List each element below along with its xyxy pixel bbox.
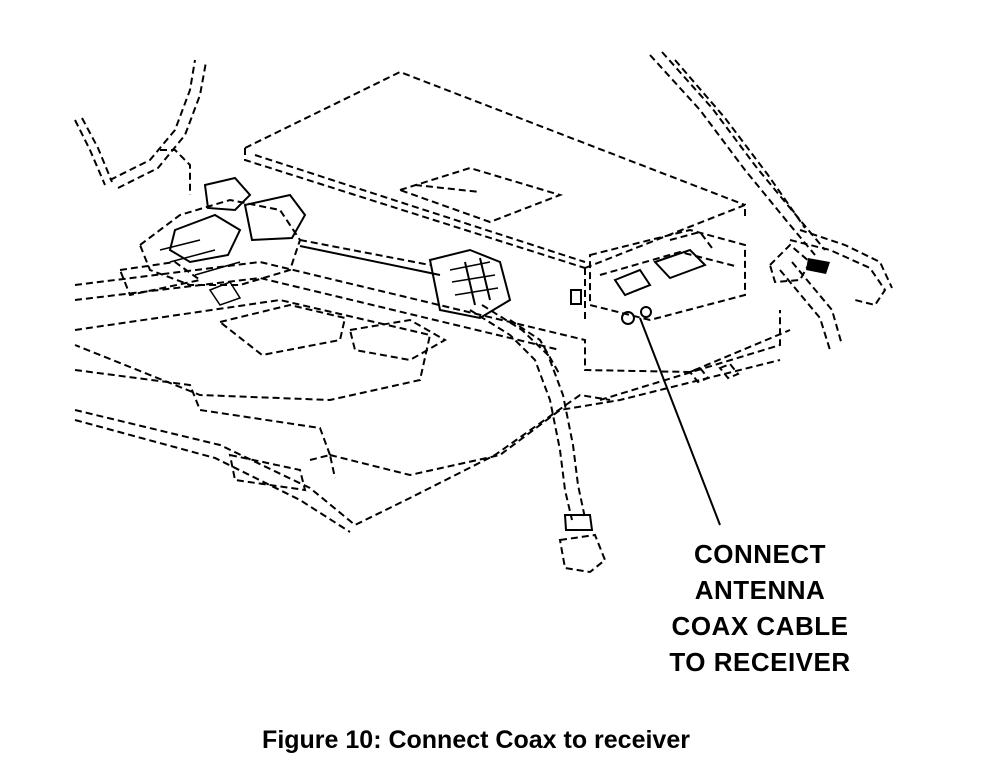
hanging-coax-cable — [469, 304, 607, 574]
left-wire-strand — [74, 59, 207, 195]
callout-line-1: CONNECT — [693, 539, 827, 569]
callout-leader-line — [639, 317, 721, 526]
dashboard-tray — [74, 260, 791, 533]
center-harness-connector — [428, 248, 512, 320]
right-cable-strand — [649, 51, 893, 351]
receiver-box — [244, 70, 746, 320]
callout-line-4: TO RECEIVER — [669, 647, 851, 677]
receiver-connector-block — [589, 228, 746, 325]
callout-line-2: ANTENNA — [694, 575, 826, 605]
figure-caption: Figure 10: Connect Coax to receiver — [262, 726, 690, 754]
left-bracket-cluster — [138, 176, 441, 306]
callout-line-3: COAX CABLE — [671, 611, 849, 641]
callout-label: CONNECT ANTENNA COAX CABLE TO RECEIVER — [640, 536, 880, 680]
